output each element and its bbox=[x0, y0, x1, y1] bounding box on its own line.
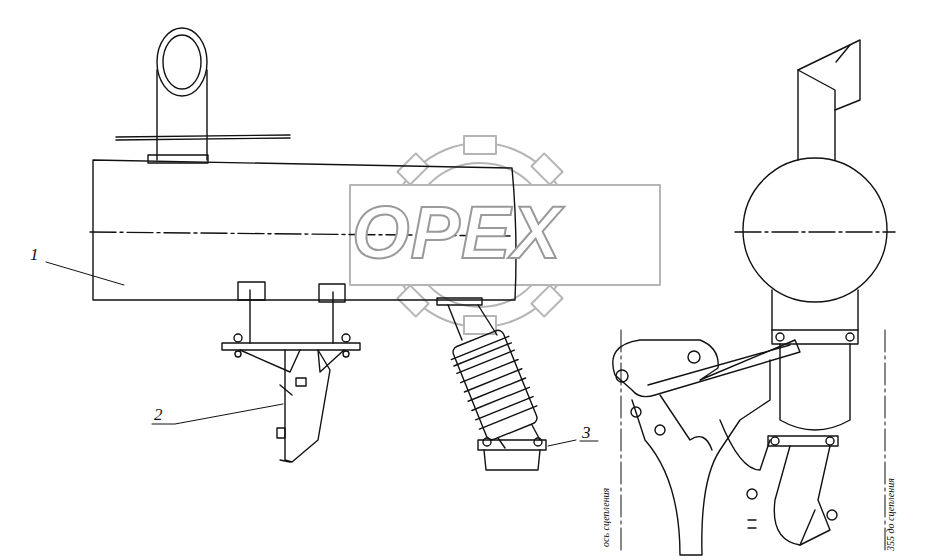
callout-number: 1 bbox=[30, 246, 39, 263]
callout-number: 3 bbox=[582, 424, 591, 441]
axis-note: ось сцепления bbox=[601, 487, 611, 548]
callout-number: 2 bbox=[154, 406, 163, 423]
dimension-note: 355 до сцепления bbox=[886, 477, 896, 552]
watermark: OPEX bbox=[352, 196, 562, 270]
